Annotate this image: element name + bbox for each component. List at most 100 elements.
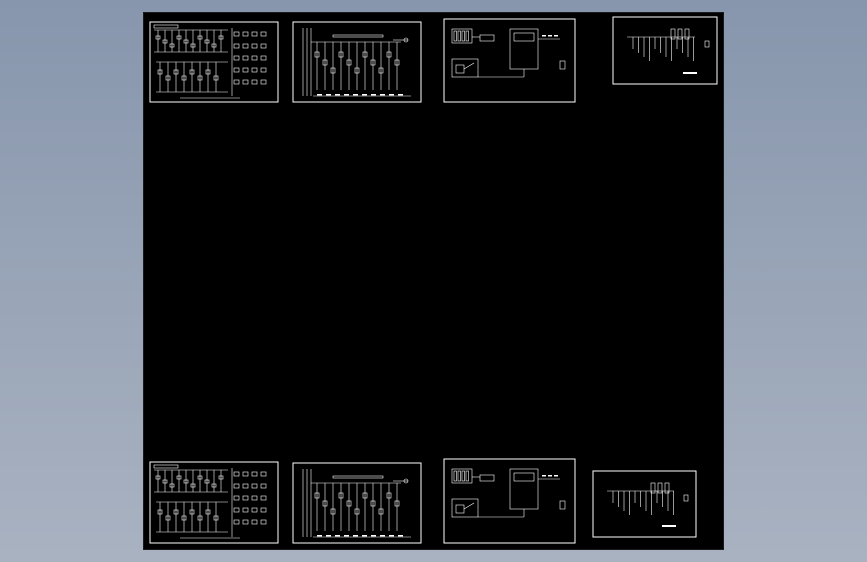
breaker-symbol	[322, 59, 328, 66]
relay-coil	[204, 479, 210, 484]
pump-symbol	[455, 64, 465, 74]
terminal-node	[403, 478, 409, 484]
relay-coil	[218, 35, 224, 40]
contact-symbol	[242, 471, 249, 477]
breaker-symbol	[346, 59, 352, 66]
relay-coil	[197, 35, 203, 40]
breaker-symbol	[338, 492, 344, 499]
contact-symbol	[233, 79, 240, 85]
drawing-sheet-terminal-diagram[interactable]	[592, 470, 697, 538]
breaker-symbol	[386, 492, 392, 499]
dimension-mark	[559, 500, 566, 510]
label-text	[362, 535, 367, 537]
callout-text	[554, 35, 558, 37]
cabinet-module	[465, 30, 469, 42]
relay-coil	[162, 479, 168, 484]
drawing-canvas[interactable]	[144, 13, 723, 549]
callout-text	[554, 475, 558, 477]
terminal-block	[677, 28, 683, 40]
contact-symbol	[242, 507, 249, 513]
label-text	[344, 94, 349, 96]
contact-symbol	[260, 67, 267, 73]
relay-coil	[169, 43, 175, 48]
terminal-block	[684, 28, 690, 40]
contact-symbol	[213, 515, 219, 521]
side-mark	[704, 40, 710, 48]
contact-symbol	[251, 43, 258, 49]
breaker-symbol	[386, 51, 392, 58]
drawing-sheet-equipment-layout[interactable]	[443, 458, 576, 544]
relay-coil	[176, 35, 182, 40]
breaker-symbol	[370, 500, 376, 507]
relay-coil	[211, 483, 217, 488]
drawing-sheet-control-circuit[interactable]	[149, 21, 279, 103]
breaker-symbol	[394, 59, 400, 66]
breaker-symbol	[346, 500, 352, 507]
contact-symbol	[260, 79, 267, 85]
label-text	[362, 94, 367, 96]
label-text	[353, 94, 358, 96]
breaker-symbol	[362, 51, 368, 58]
contact-symbol	[251, 483, 258, 489]
contact-symbol	[260, 43, 267, 49]
contact-symbol	[233, 43, 240, 49]
contact-symbol	[260, 519, 267, 525]
sheet-border	[149, 461, 279, 544]
label-text	[371, 94, 376, 96]
contact-symbol	[233, 31, 240, 37]
drawing-sheet-terminal-diagram[interactable]	[612, 16, 718, 85]
breaker-symbol	[330, 67, 336, 74]
breaker-symbol	[330, 508, 336, 515]
dimension-mark	[559, 60, 566, 70]
contact-symbol	[181, 515, 187, 521]
drawing-sheet-main-circuit[interactable]	[292, 21, 422, 103]
contact-symbol	[260, 471, 267, 477]
contact-symbol	[189, 69, 195, 75]
cabinet-module	[465, 470, 469, 482]
callout-text	[548, 475, 552, 477]
side-mark	[683, 494, 689, 502]
label-text	[317, 535, 322, 537]
relay-coil	[176, 475, 182, 480]
contact-symbol	[242, 79, 249, 85]
sheet-border	[292, 462, 422, 544]
contact-symbol	[233, 483, 240, 489]
pump-unit	[451, 498, 479, 518]
pipe-line	[463, 502, 475, 510]
busbar-label	[332, 34, 384, 38]
cabinet-module	[461, 470, 465, 482]
terminal-block	[657, 482, 663, 494]
contact-symbol	[157, 69, 163, 75]
sheet-border	[443, 18, 576, 103]
contact-symbol	[260, 55, 267, 61]
contact-symbol	[181, 75, 187, 81]
title-block	[153, 464, 179, 469]
relay-coil	[197, 475, 203, 480]
drawing-label	[683, 72, 697, 74]
busbar-label	[332, 475, 384, 479]
contact-symbol	[251, 471, 258, 477]
terminal-block	[664, 482, 670, 494]
relay-coil	[218, 475, 224, 480]
contact-symbol	[189, 509, 195, 515]
drawing-sheet-main-circuit[interactable]	[292, 462, 422, 544]
label-text	[317, 94, 322, 96]
label-text	[353, 535, 358, 537]
contact-symbol	[242, 519, 249, 525]
sheet-border	[612, 16, 718, 85]
drawing-sheet-equipment-layout[interactable]	[443, 18, 576, 103]
panel-display	[513, 32, 535, 42]
contact-symbol	[251, 495, 258, 501]
sheet-border	[149, 21, 279, 103]
cabinet-module	[453, 30, 457, 42]
relay-coil	[155, 35, 161, 40]
breaker-symbol	[362, 492, 368, 499]
drawing-sheet-control-circuit[interactable]	[149, 461, 279, 544]
breaker-symbol	[314, 492, 320, 499]
cabinet-module	[457, 470, 461, 482]
cad-model-space[interactable]	[144, 13, 723, 549]
contact-symbol	[260, 495, 267, 501]
contact-symbol	[233, 519, 240, 525]
label-text	[380, 94, 385, 96]
contact-symbol	[251, 67, 258, 73]
